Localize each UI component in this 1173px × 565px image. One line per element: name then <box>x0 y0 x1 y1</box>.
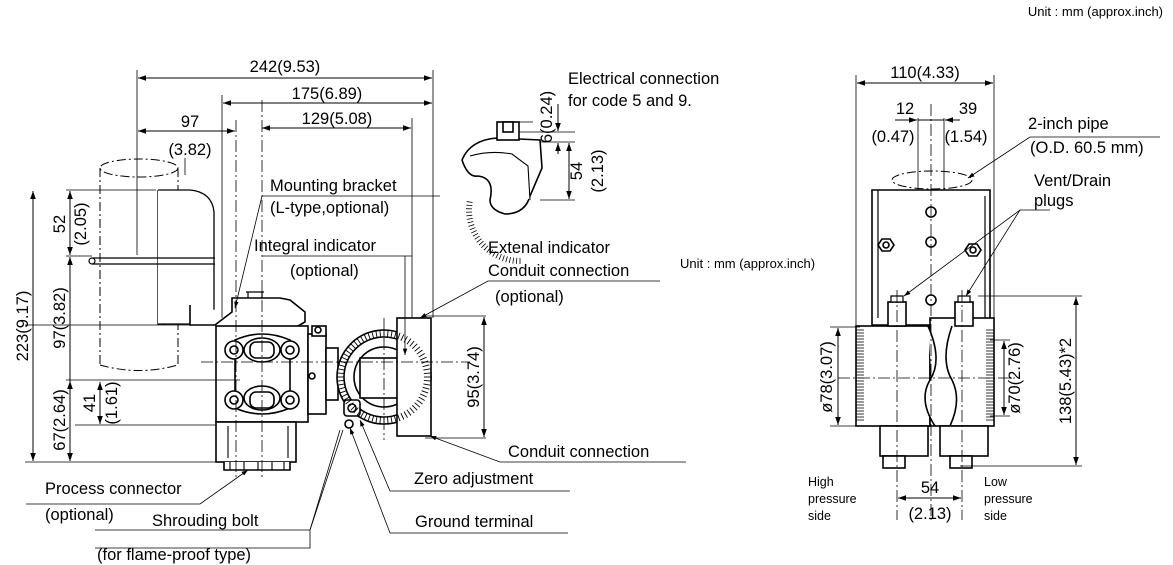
unit-label: Unit : mm (approx.inch) <box>1028 4 1163 19</box>
dim-39-inch: (1.54) <box>944 128 987 146</box>
dim-110: 110(4.33) <box>890 64 959 82</box>
vent-drain-label: Vent/Drain <box>1034 172 1111 190</box>
electrical-connection-detail <box>461 104 575 215</box>
dim-129: 129(5.08) <box>302 110 373 128</box>
external-conduit-label: Conduit connection <box>488 262 629 280</box>
dim-175: 175(6.89) <box>292 85 363 103</box>
vent-drain-plugs-label: plugs <box>1034 192 1073 210</box>
dim-54-horizontal-inch: (2.13) <box>908 505 951 523</box>
extension-lines <box>25 70 486 463</box>
process-connector-label: Process connector <box>45 480 182 498</box>
external-conduit-note: (optional) <box>495 288 564 306</box>
centerlines <box>201 100 470 478</box>
conduit-connection-label: Conduit connection <box>508 443 649 461</box>
dim-54-vertical-mm: 54 <box>568 162 586 180</box>
pipe-label: 2-inch pipe <box>1028 115 1109 133</box>
dim-12-mm: 12 <box>896 100 914 118</box>
low-pressure-side-label-2: pressure <box>984 492 1033 506</box>
right-extension-lines <box>830 75 1082 467</box>
dimension-lines <box>30 75 487 461</box>
dim-41-inch: (1.61) <box>103 381 121 424</box>
high-pressure-side-label-3: side <box>808 509 831 523</box>
low-pressure-side-label-3: side <box>984 509 1007 523</box>
integral-indicator-label: Integral indicator <box>254 237 376 255</box>
right-pipe <box>891 170 973 190</box>
dim-97-inch: (3.82) <box>168 141 211 159</box>
dim-52-inch: (2.05) <box>72 202 90 245</box>
right-bracket <box>871 189 991 326</box>
indicator-knurl <box>337 330 431 424</box>
dim-52-mm: 52 <box>51 215 69 233</box>
u-bolt <box>88 189 215 325</box>
mounting-bracket-label: Mounting bracket <box>270 177 397 195</box>
shrouding-bolt-label: Shrouding bolt <box>152 512 259 530</box>
electrical-connection-label: Electrical connection <box>568 70 719 88</box>
dim-242: 242(9.53) <box>250 58 321 76</box>
right-leader-lines <box>903 136 1160 297</box>
dim-95: 95(3.74) <box>465 346 483 407</box>
dim-12-inch: (0.47) <box>871 128 914 146</box>
dim-223: 223(9.17) <box>14 291 32 362</box>
dim-78-diameter: ø78(3.07) <box>818 341 836 413</box>
unit-label-middle: Unit : mm (approx.inch) <box>680 256 815 271</box>
dim-97-vertical: 97(3.82) <box>51 287 69 348</box>
electrical-connection-code-label: for code 5 and 9. <box>568 92 692 110</box>
mounting-bracket-note: (L-type,optional) <box>270 199 389 217</box>
right-dimension-lines <box>835 80 1079 501</box>
external-indicator-label: Extenal indicator <box>488 239 610 257</box>
shrouding-bolt-note: (for flame-proof type) <box>97 546 251 564</box>
dim-6: 6(0.24) <box>538 91 556 143</box>
dim-138: 138(5.43)*2 <box>1057 338 1075 424</box>
dim-67: 67(2.64) <box>51 389 69 450</box>
dim-41-mm: 41 <box>81 394 99 412</box>
dim-54-vertical-inch: (2.13) <box>589 149 607 192</box>
right-centerlines <box>838 104 1020 520</box>
dim-54-horizontal-mm: 54 <box>921 479 939 497</box>
process-connector-note: (optional) <box>45 506 114 524</box>
leader-lines <box>26 195 686 549</box>
high-pressure-side-label-2: pressure <box>808 492 857 506</box>
dim-70-diameter: ø70(2.76) <box>1006 342 1024 414</box>
detail-knurl <box>466 201 521 264</box>
zero-adjustment-label: Zero adjustment <box>414 470 534 488</box>
ground-terminal-label: Ground terminal <box>415 513 533 531</box>
hex-nut-icon <box>877 238 982 257</box>
process-connector <box>215 421 297 471</box>
low-pressure-side-label-1: Low <box>984 475 1008 489</box>
dim-39-mm: 39 <box>959 100 977 118</box>
mounting-bracket <box>189 291 306 327</box>
high-pressure-side-label-1: High <box>808 475 834 489</box>
dim-97-mm: 97 <box>181 113 199 131</box>
pipe-diameter-label: (O.D. 60.5 mm) <box>1030 139 1144 157</box>
integral-indicator-note: (optional) <box>290 262 359 280</box>
transmitter-body <box>215 325 339 423</box>
